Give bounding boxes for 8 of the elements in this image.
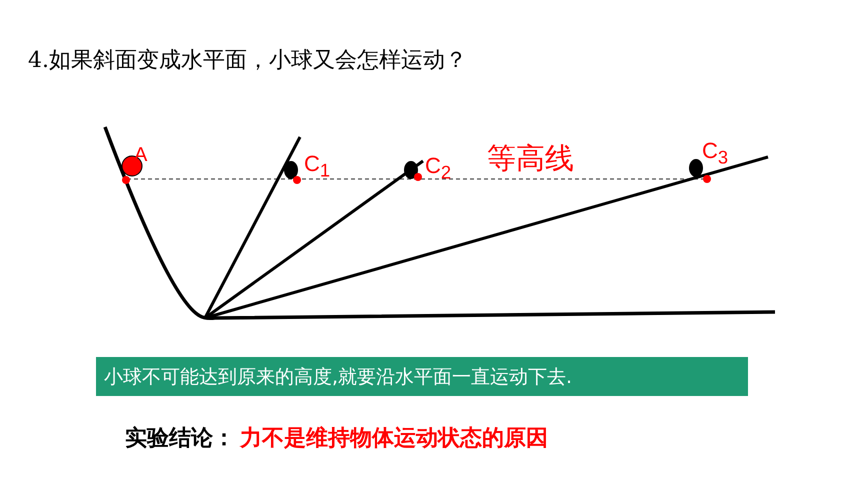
contour-line-label: 等高线 [487,141,574,176]
conclusion-text: 力不是维持物体运动状态的原因 [240,425,548,452]
point-label: C$_{3}$ [702,138,728,168]
point-label: C$_{1}$ [304,151,330,182]
question-title: 4.如果斜面变成水平面，小球又会怎样运动？ [28,47,467,75]
conclusion-heading: 实验结论： [125,425,235,452]
point-label: C$_{2}$ [425,153,452,184]
conclusion-banner: 小球不可能达到原来的高度,就要沿水平面一直运动下去. [96,357,748,396]
